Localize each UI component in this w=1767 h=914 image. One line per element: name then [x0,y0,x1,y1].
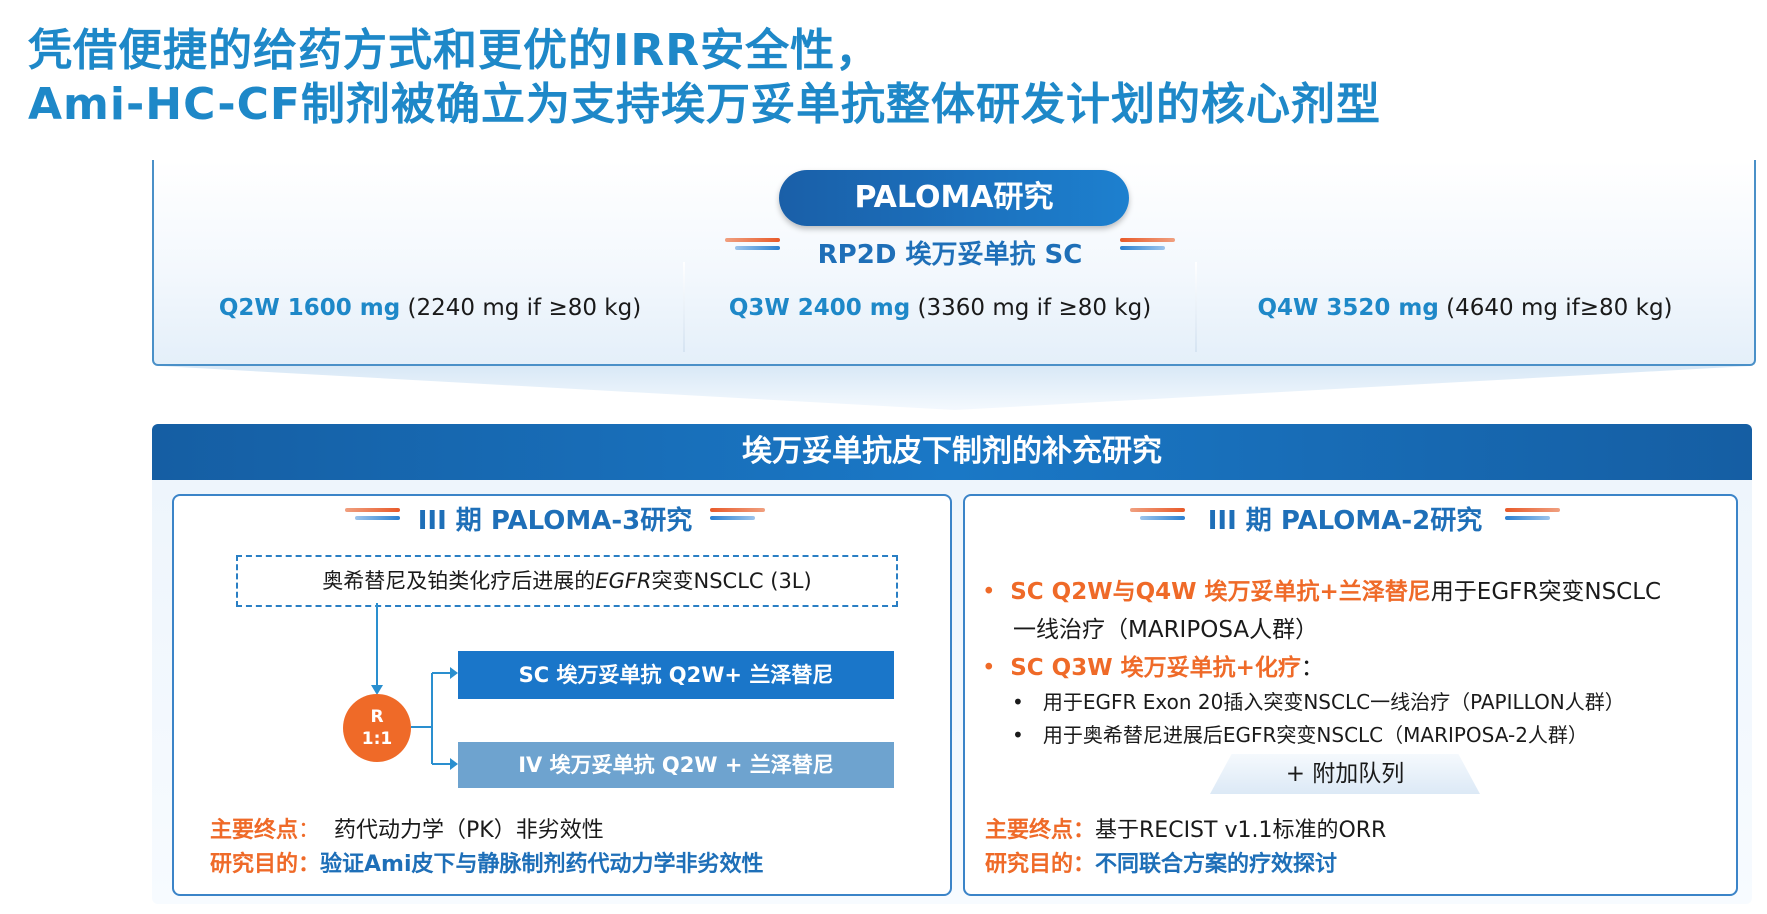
dose-q3w: Q3W 2400 mg (3360 mg if ≥80 kg) [690,295,1190,321]
population-text: 奥希替尼及铂类化疗后进展的 [322,569,596,593]
endpoint-separator: ： [298,818,321,843]
bullet-2-text: ： [1300,655,1324,681]
paloma2-sub-bullet-1: • 用于EGFR Exon 20插入突变NSCLC一线治疗（PAPILLON人群… [1012,686,1625,715]
paloma2-bullet-1-cont: 一线治疗（MARIPOSA人群） [1013,617,1319,643]
randomization-ratio: 1:1 [361,729,393,749]
study-population-box: 奥希替尼及铂类化疗后进展的EGFR突变NSCLC (3L) [236,555,898,607]
paloma2-objective: 研究目的：不同联合方案的疗效探讨 [985,846,1337,878]
paloma2-primary-endpoint: 主要终点：基于RECIST v1.1标准的ORR [985,812,1386,844]
decor-bar [735,246,780,250]
sub-bullet-dot: • [1012,723,1024,747]
paloma2-bullet-2: • SC Q3W 埃万妥单抗+化疗： [982,648,1324,682]
sub-bullet-2-text: 用于奥希替尼进展后EGFR突变NSCLC（MARIPOSA-2人群） [1042,723,1588,747]
endpoint-value: 药代动力学（PK）非劣效性 [334,818,604,843]
sub-bullet-dot: • [1012,690,1024,714]
paloma3-primary-endpoint: 主要终点： 药代动力学（PK）非劣效性 [210,812,604,844]
population-text-suffix: 突变NSCLC (3L) [651,569,812,593]
dose-regimen: Q3W 2400 mg [728,295,911,321]
paloma2-card [963,494,1738,896]
dose-regimen: Q2W 1600 mg [218,295,401,321]
population-gene: EGFR [595,569,652,593]
rp2d-label: RP2D 埃万妥单抗 SC [817,240,1083,270]
dose-regimen: Q4W 3520 mg [1257,295,1439,321]
dose-weight-note: (2240 mg if ≥80 kg) [400,295,642,321]
bullet-2-highlight: SC Q3W 埃万妥单抗+化疗 [1010,655,1301,681]
column-divider [1195,262,1197,352]
paloma3-title: III 期 PALOMA-3研究 [417,506,693,536]
decor-bar [1505,508,1560,512]
objective-value: 验证Ami皮下与静脉制剂药代动力学非劣效性 [320,852,764,877]
bullet-1-text: 用于EGFR突变NSCLC [1430,579,1662,605]
dose-q4w: Q4W 3520 mg (4640 mg if≥80 kg) [1195,295,1735,321]
objective-label: 研究目的： [985,852,1096,877]
paloma3-objective: 研究目的：验证Ami皮下与静脉制剂药代动力学非劣效性 [210,846,764,878]
decor-bar [1505,516,1550,520]
decor-bar [710,516,755,520]
objective-value: 不同联合方案的疗效探讨 [1095,852,1338,877]
randomization-r: R [370,707,384,727]
iv-arm-box: IV 埃万妥单抗 Q2W + 兰泽替尼 [458,742,894,788]
decor-bar [725,238,780,242]
paloma-study-pill: PALOMA研究 [779,170,1129,226]
decor-bar [1120,246,1165,250]
column-divider [683,262,685,352]
bullet-dot: • [982,655,996,681]
title-line-1: 凭借便捷的给药方式和更优的IRR安全性， [28,25,881,76]
objective-label: 研究目的： [210,852,321,877]
title-line-2: Ami-HC-CF制剂被确立为支持埃万妥单抗整体研发计划的核心剂型 [28,79,1381,130]
paloma2-sub-bullet-2: • 用于奥希替尼进展后EGFR突变NSCLC（MARIPOSA-2人群） [1012,719,1588,748]
decor-bar [1130,508,1185,512]
randomization-connectors [371,603,458,770]
bullet-1-highlight: SC Q2W与Q4W 埃万妥单抗+兰泽替尼 [1010,579,1431,605]
decor-bar [1140,516,1185,520]
sc-arm-box: SC 埃万妥单抗 Q2W+ 兰泽替尼 [458,651,894,699]
randomization-circle: R 1:1 [343,694,411,762]
endpoint-label: 主要终点 [210,818,299,843]
endpoint-value: 基于RECIST v1.1标准的ORR [1095,818,1387,843]
decor-bar [355,516,400,520]
paloma2-title: III 期 PALOMA-2研究 [1207,506,1483,536]
decor-bar [345,508,400,512]
paloma2-bullet-1: • SC Q2W与Q4W 埃万妥单抗+兰泽替尼用于EGFR突变NSCLC [982,572,1661,606]
dose-weight-note: (3360 mg if ≥80 kg) [910,295,1152,321]
bullet-dot: • [982,579,996,605]
decor-bar [710,508,765,512]
dose-q2w: Q2W 1600 mg (2240 mg if ≥80 kg) [180,295,680,321]
decor-bar [1120,238,1175,242]
funnel-arrow [160,366,1750,410]
additional-cohort-label: + 附加队列 [1210,754,1480,794]
dose-weight-note: (4640 mg if≥80 kg) [1438,295,1673,321]
supplementary-studies-header: 埃万妥单抗皮下制剂的补充研究 [152,424,1752,480]
sub-bullet-1-text: 用于EGFR Exon 20插入突变NSCLC一线治疗（PAPILLON人群） [1042,690,1625,714]
endpoint-label: 主要终点： [985,818,1096,843]
